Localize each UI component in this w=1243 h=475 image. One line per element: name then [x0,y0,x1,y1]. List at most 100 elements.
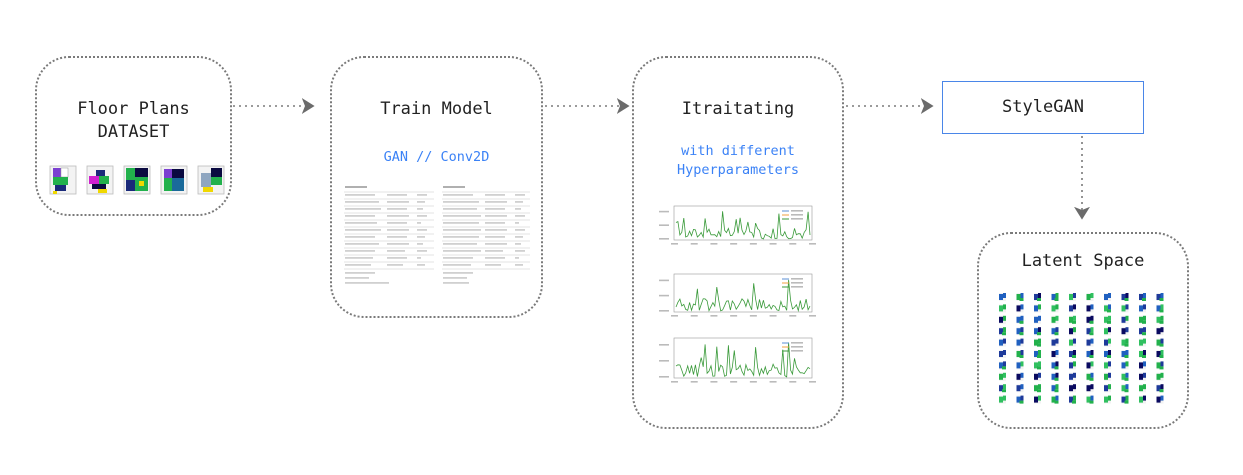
latent-sample-icon [1034,395,1041,404]
tick-label [769,243,777,245]
latent-space-title: Latent Space [1021,251,1145,271]
latent-sample-icon [1139,304,1146,313]
latent-sample-icon [1069,395,1076,404]
tick-label [710,243,718,245]
latent-sample-icon [1156,350,1164,358]
latent-sample-icon [1034,350,1041,358]
latent-sample-icon [1034,315,1041,324]
tick-label [809,315,816,317]
latent-sample-icon [1121,338,1129,347]
latent-sample-icon [1016,338,1024,347]
legend-text [791,210,803,212]
latent-sample-icon [1069,384,1076,393]
latent-sample-icon [1016,361,1024,370]
tick-label [659,376,669,378]
tick-label [659,294,669,297]
latent-sample-icon [1069,361,1076,370]
tick-label [659,310,669,312]
latent-sample-icon [1034,384,1041,393]
latent-sample-icon [1069,315,1076,324]
tick-label [789,381,797,383]
tick-label [730,243,738,245]
latent-sample-icon [999,304,1006,313]
latent-sample-icon [1156,361,1164,370]
legend-text [791,218,803,220]
latent-sample-icon [1139,338,1146,347]
latent-sample-icon [999,372,1006,381]
floor-plan-thumbnail-icon [160,165,188,195]
latent-sample-icon [1104,293,1111,301]
latent-sample-icon [1016,350,1024,358]
latent-sample-icon [1139,327,1146,336]
latent-sample-icon [1121,315,1129,324]
latent-sample-icon [1121,361,1129,370]
latent-sample-icon [1121,372,1129,381]
legend-text [791,346,803,348]
latent-sample-icon [1051,327,1059,336]
loss-plot-icon [659,273,816,317]
latent-sample-icon [1121,395,1129,404]
latent-sample-icon [999,338,1006,347]
latent-sample-icon [1104,350,1111,358]
floor-plan-thumbnail-icon [86,165,114,195]
train-model-subtitle: GAN // Conv2D [383,149,490,165]
latent-sample-icon [1086,361,1094,370]
latent-sample-icon [1086,395,1094,404]
latent-sample-icon [1069,350,1076,358]
loss-plot-icon [659,205,816,245]
floor-plan-thumbnail-icon [197,165,225,195]
latent-sample-icon [1121,304,1129,313]
latent-sample-icon [1016,372,1024,381]
latent-sample-icon [999,395,1006,404]
dataset-node: Floor Plans DATASET [35,56,232,216]
latent-sample-icon [999,384,1006,393]
latent-sample-icon [1051,384,1059,393]
tick-label [789,315,797,317]
legend-text [791,286,803,288]
latent-sample-icon [1139,350,1146,358]
latent-sample-icon [1139,395,1146,404]
tick-label [769,315,777,317]
iterating-node: Itraitating with different Hyperparamete… [632,56,844,429]
latent-sample-icon [1104,395,1111,404]
tick-label [730,381,738,383]
dataset-title-line2: DATASET [97,122,170,142]
tick-label [659,238,669,240]
latent-sample-icon [1104,384,1111,393]
tick-label [671,243,678,245]
latent-sample-icon [1156,395,1164,404]
tick-label [789,243,797,245]
latent-sample-icon [999,327,1006,336]
tick-label [659,344,669,346]
latent-sample-icon [1104,372,1111,381]
latent-sample-icon [1016,293,1024,301]
plot-line [675,279,811,313]
latent-sample-icon [1086,315,1094,324]
tick-label [730,315,738,317]
latent-sample-icon [999,315,1006,324]
latent-sample-icon [1016,304,1024,313]
latent-sample-icon [1121,350,1129,358]
tick-label [749,243,757,245]
latent-sample-icon [999,350,1006,358]
latent-sample-icon [1121,293,1129,301]
latent-sample-icon [1139,293,1146,301]
latent-sample-icon [1051,315,1059,324]
train-model-node: Train Model GAN // Conv2D [330,56,543,318]
floor-plan-thumbnails [49,165,225,195]
latent-sample-icon [1156,384,1164,393]
plot-line [675,342,811,378]
legend-text [791,278,803,280]
latent-sample-icon [999,293,1006,301]
latent-sample-icon [1156,372,1164,381]
latent-sample-icon [1156,327,1164,336]
tick-label [710,381,718,383]
tick-label [671,315,678,317]
latent-sample-icon [1156,315,1164,324]
latent-space-node: Latent Space [977,232,1189,429]
latent-sample-icon [1086,293,1094,301]
latent-sample-icon [1086,350,1094,358]
latent-sample-icon [1104,304,1111,313]
tick-label [659,279,669,282]
plot-frame [673,273,813,313]
